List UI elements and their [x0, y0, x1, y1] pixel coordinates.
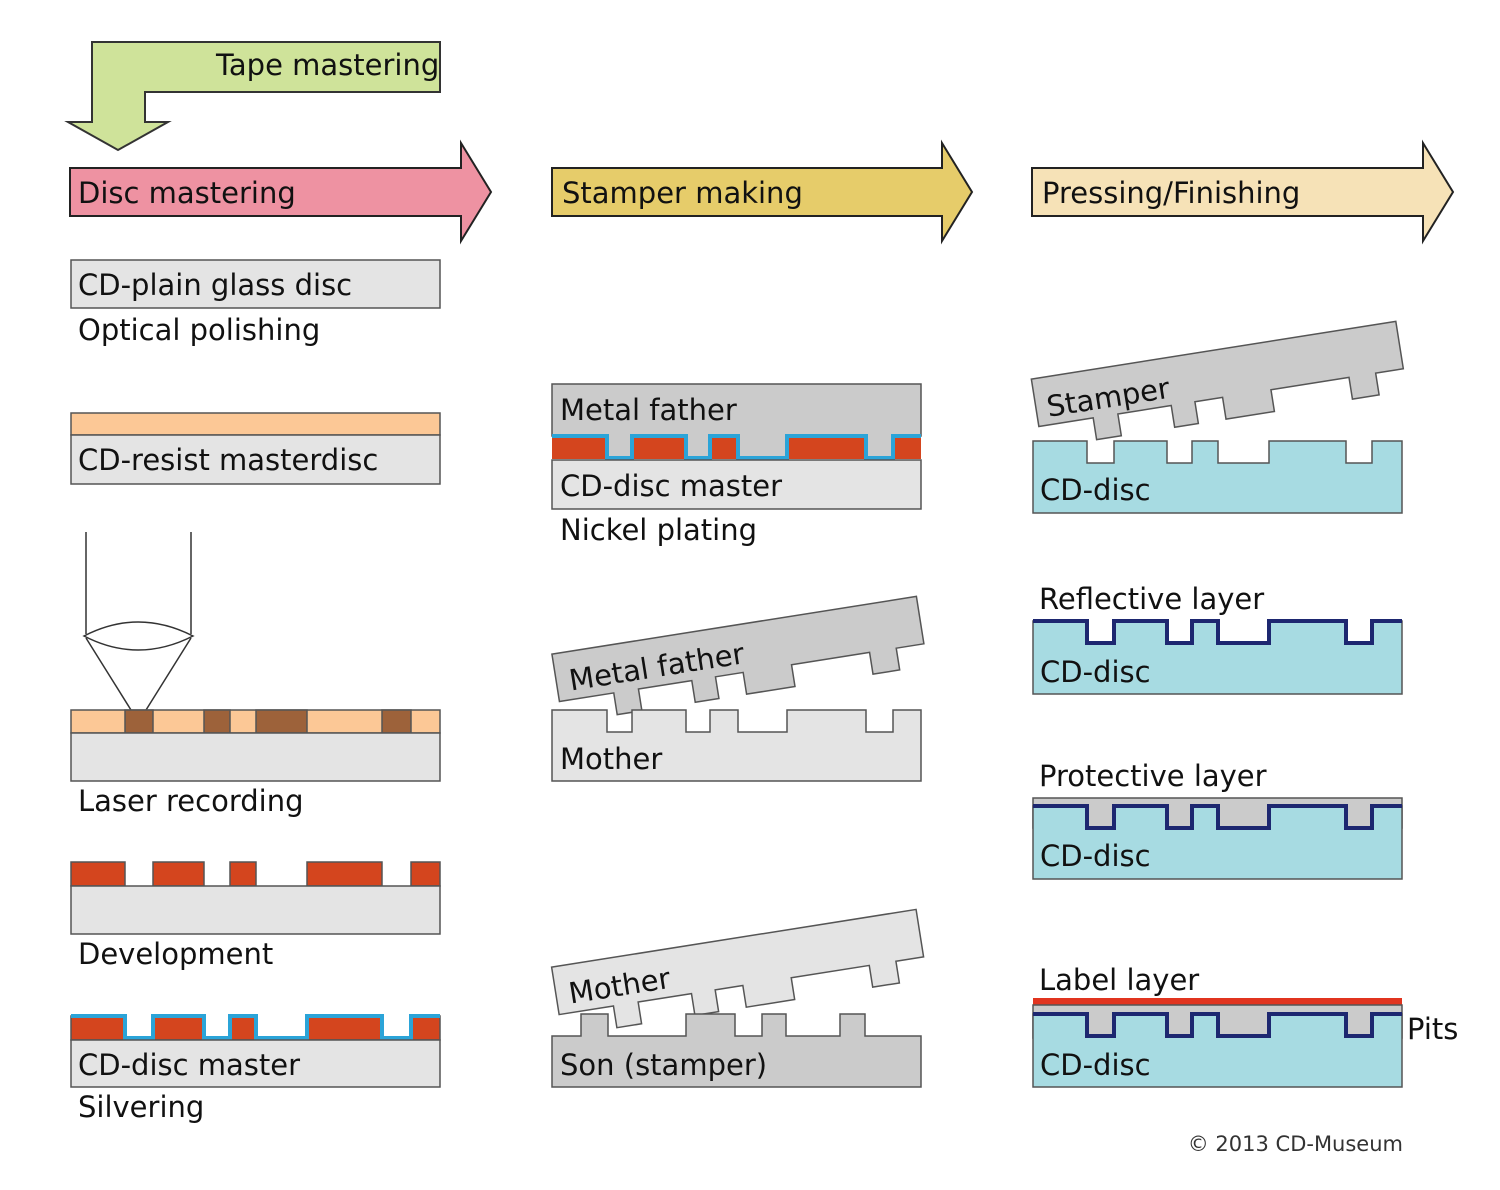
- protective-step: Protective layer CD-disc: [1032, 759, 1403, 880]
- pressing-finishing-label: Pressing/Finishing: [1042, 176, 1300, 210]
- resist-segment: [152, 1015, 205, 1041]
- stamper-making-arrow-shape: [551, 139, 974, 245]
- development-label: Development: [78, 937, 273, 971]
- cd-disc-block: [1032, 440, 1403, 514]
- silvering-label: Silvering: [78, 1090, 204, 1124]
- pits-label: Pits: [1407, 1012, 1458, 1046]
- disc-mastering-arrow: Disc mastering: [69, 139, 493, 245]
- resist-segment: [70, 861, 126, 887]
- pressing-finishing-arrow-shape: [1031, 139, 1455, 245]
- son-stamper-label: Son (stamper): [560, 1048, 767, 1082]
- resist-segment: [893, 436, 921, 459]
- reflective-coating: [1033, 804, 1402, 830]
- resist-segment: [70, 1015, 126, 1041]
- resist-segment: [410, 861, 441, 887]
- son-stamper-block: [551, 1013, 922, 1088]
- reflective-coating: [1033, 1012, 1402, 1038]
- exposed-spot: [124, 709, 154, 734]
- resist-segment: [152, 861, 205, 887]
- nickel-plating-label: Nickel plating: [560, 513, 757, 547]
- cd-disc-master-label: CD-disc master: [78, 1048, 300, 1082]
- stamper-making-arrow: Stamper making: [551, 139, 974, 245]
- cd-disc-label: CD-disc: [1040, 655, 1151, 689]
- resist-masterdisc: CD-resist masterdisc: [70, 412, 441, 485]
- tape-mastering-arrow: Tape mastering: [64, 41, 441, 152]
- laser-recording-step: Laser recording: [70, 532, 441, 818]
- tape-mastering-label: Tape mastering: [215, 48, 439, 82]
- exposed-spot: [255, 709, 308, 734]
- glass-substrate: [70, 1039, 441, 1088]
- resist-segment: [229, 861, 257, 887]
- cd-disc-master-label: CD-disc master: [560, 469, 782, 503]
- exposed-spot: [203, 709, 231, 734]
- label-layer-label: Label layer: [1039, 963, 1199, 997]
- pressing-finishing-arrow: Pressing/Finishing: [1031, 139, 1455, 245]
- resist-segment: [632, 436, 686, 459]
- development-step: Development: [70, 861, 441, 971]
- resist-layer: [70, 412, 441, 436]
- metal-father-tilted-shape: [551, 595, 925, 716]
- disc-mastering-arrow-shape: [69, 139, 493, 245]
- reflective-coating: [1033, 619, 1402, 645]
- resist-segment: [229, 1015, 257, 1041]
- plain-glass-disc: CD-plain glass disc Optical polishing: [70, 259, 441, 347]
- tape-mastering-arrow-shape: [64, 41, 441, 152]
- laser-beam-icon: [82, 532, 195, 711]
- tilted-stamper: Stamper: [1030, 320, 1405, 441]
- mother-tilted-shape: [550, 908, 925, 1029]
- resist-segment: [306, 861, 383, 887]
- protective-layer-label: Protective layer: [1039, 759, 1267, 793]
- resist-segment: [787, 436, 866, 459]
- lens-icon: [82, 621, 195, 651]
- reflective-layer-label: Reflective layer: [1039, 582, 1264, 616]
- glass-substrate: [70, 885, 441, 935]
- mother-making-step: Metal father Mother: [551, 595, 925, 782]
- stamper-tilted-shape: [1030, 320, 1405, 441]
- tilted-metal-father: Metal father: [551, 595, 925, 716]
- glass-disc-shape: [70, 259, 441, 309]
- label-coating: [1033, 998, 1402, 1005]
- silver-coating: [71, 1014, 440, 1040]
- son-making-step: Mother Son (stamper): [550, 908, 925, 1088]
- cd-disc-label: CD-disc: [1040, 473, 1151, 507]
- resist-segment: [710, 436, 738, 459]
- nickel-plating-step: Metal father CD-disc master Nickel plati…: [551, 383, 922, 547]
- plain-glass-disc-label: CD-plain glass disc: [78, 268, 352, 302]
- glass-substrate: [70, 434, 441, 485]
- glass-substrate: [551, 459, 922, 510]
- mother-label: Mother: [560, 742, 662, 776]
- optical-polishing-label: Optical polishing: [78, 313, 320, 347]
- cd-disc-label: CD-disc: [1040, 839, 1151, 873]
- silvering-step: CD-disc master Silvering: [70, 1014, 441, 1124]
- resist-segment: [552, 436, 607, 459]
- resist-segment: [306, 1015, 383, 1041]
- disc-mastering-label: Disc mastering: [78, 176, 296, 210]
- cd-disc-label: CD-disc: [1040, 1048, 1151, 1082]
- resist-masterdisc-label: CD-resist masterdisc: [78, 443, 378, 477]
- copyright-notice: © 2013 CD-Museum: [1188, 1132, 1403, 1156]
- metal-father-label: Metal father: [560, 393, 737, 427]
- mother-block: [551, 709, 922, 782]
- silver-coating: [552, 434, 921, 460]
- label-step: Label layer CD-disc Pits: [1032, 963, 1458, 1088]
- exposed-spot: [381, 709, 412, 734]
- pressing-step: Stamper CD-disc: [1030, 320, 1405, 514]
- laser-recording-label: Laser recording: [78, 784, 304, 818]
- resist-segment: [410, 1015, 441, 1041]
- glass-substrate: [70, 732, 441, 782]
- stamper-making-label: Stamper making: [562, 176, 803, 210]
- reflective-step: Reflective layer CD-disc: [1032, 582, 1403, 695]
